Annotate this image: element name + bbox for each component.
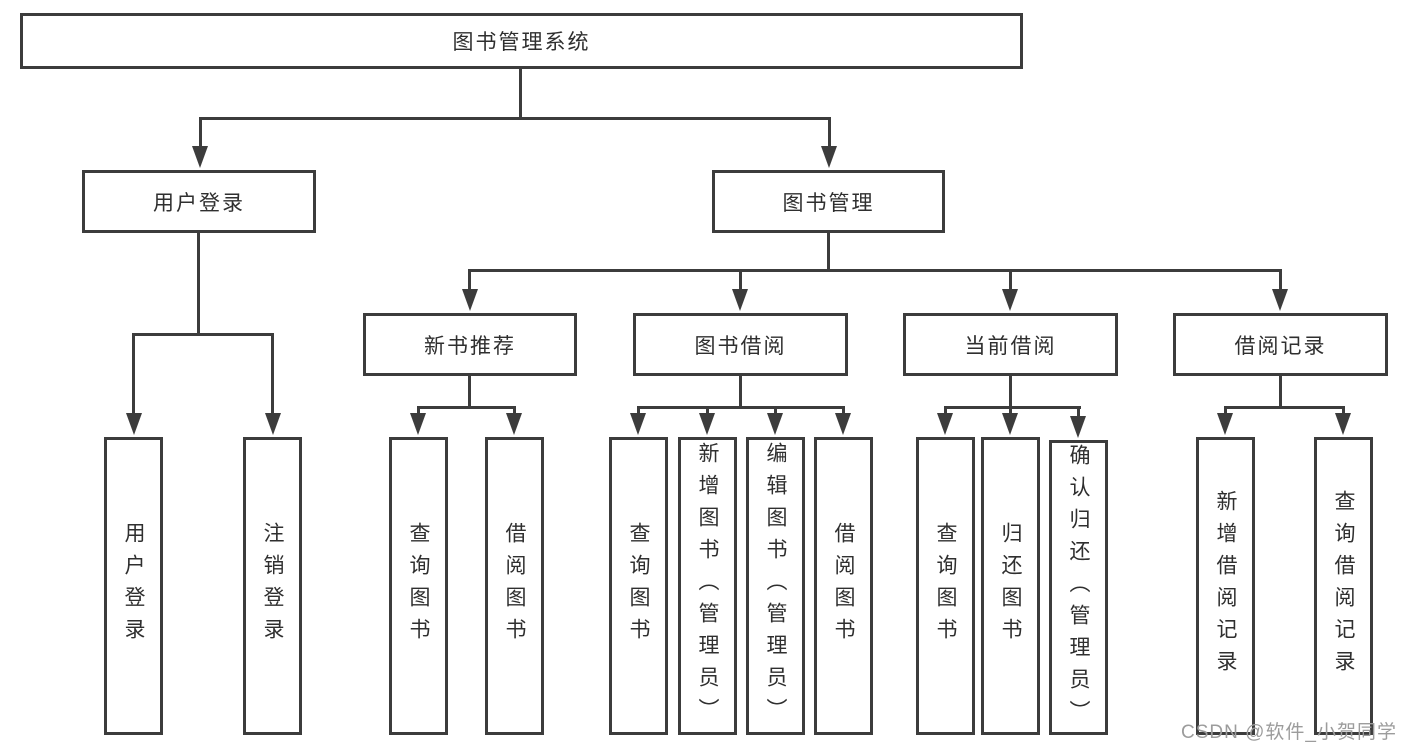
leaf-confirm-return-admin: 确认归还（管理员）	[1049, 440, 1108, 735]
arrow-down-icon	[937, 413, 953, 435]
connector-line	[417, 406, 516, 409]
arrow-down-icon	[1272, 289, 1288, 311]
connector-line	[468, 269, 1282, 272]
connector-line	[1077, 409, 1080, 417]
leaf-query-books-recommend: 查询图书	[389, 437, 448, 735]
node-label: 图书借阅	[694, 334, 787, 358]
csdn-watermark: CSDN @软件_小贺同学	[1181, 722, 1397, 743]
leaf-label: 编辑图书（管理员）	[764, 442, 787, 730]
node-library-management-system: 图书管理系统	[20, 13, 1023, 69]
node-current-borrowing: 当前借阅	[903, 313, 1118, 376]
connector-line	[132, 336, 135, 415]
arrow-down-icon	[1217, 413, 1233, 435]
leaf-label: 用户登录	[122, 522, 145, 650]
connector-line	[739, 376, 742, 408]
arrow-down-icon	[1002, 289, 1018, 311]
connector-line	[739, 272, 742, 292]
arrow-down-icon	[192, 146, 208, 168]
node-new-book-recommendation: 新书推荐	[363, 313, 577, 376]
node-label: 当前借阅	[964, 334, 1057, 358]
node-label: 图书管理	[782, 191, 875, 215]
arrow-down-icon	[506, 413, 522, 435]
connector-line	[132, 333, 274, 336]
connector-line	[827, 233, 830, 271]
arrow-down-icon	[732, 289, 748, 311]
node-book-borrowing: 图书借阅	[633, 313, 848, 376]
node-book-management: 图书管理	[712, 170, 945, 233]
arrow-down-icon	[821, 146, 837, 168]
arrow-down-icon	[410, 413, 426, 435]
leaf-label: 查询图书	[934, 522, 957, 650]
leaf-label: 查询图书	[407, 522, 430, 650]
arrow-down-icon	[1335, 413, 1351, 435]
arrow-down-icon	[630, 413, 646, 435]
leaf-label: 借阅图书	[503, 522, 526, 650]
arrow-down-icon	[767, 413, 783, 435]
node-label: 图书管理系统	[452, 31, 591, 54]
node-label: 借阅记录	[1234, 334, 1327, 358]
arrow-down-icon	[126, 413, 142, 435]
connector-line	[199, 117, 831, 120]
leaf-label: 确认归还（管理员）	[1067, 443, 1090, 732]
arrow-down-icon	[462, 289, 478, 311]
node-borrowing-records: 借阅记录	[1173, 313, 1388, 376]
leaf-user-login: 用户登录	[104, 437, 163, 735]
connector-line	[199, 120, 202, 148]
connector-line	[468, 272, 471, 292]
connector-line	[468, 376, 471, 408]
connector-line	[1279, 376, 1282, 408]
leaf-label: 借阅图书	[832, 522, 855, 650]
leaf-label: 查询借阅记录	[1332, 490, 1355, 682]
leaf-query-borrow-record: 查询借阅记录	[1314, 437, 1373, 735]
arrow-down-icon	[835, 413, 851, 435]
leaf-label: 查询图书	[627, 522, 650, 650]
leaf-label: 新增图书（管理员）	[696, 442, 719, 730]
leaf-add-books-admin: 新增图书（管理员）	[678, 437, 737, 735]
connector-line	[1009, 376, 1012, 408]
connector-line	[637, 406, 845, 409]
connector-line	[828, 120, 831, 148]
connector-line	[519, 69, 522, 120]
arrow-down-icon	[1070, 416, 1086, 438]
node-user-login: 用户登录	[82, 170, 316, 233]
connector-line	[1009, 272, 1012, 292]
connector-line	[1224, 406, 1345, 409]
arrow-down-icon	[1002, 413, 1018, 435]
arrow-down-icon	[699, 413, 715, 435]
leaf-query-books-borrow: 查询图书	[609, 437, 668, 735]
leaf-label: 新增借阅记录	[1214, 490, 1237, 682]
connector-line	[1279, 272, 1282, 292]
leaf-edit-books-admin: 编辑图书（管理员）	[746, 437, 805, 735]
node-label: 用户登录	[153, 191, 245, 215]
leaf-return-books: 归还图书	[981, 437, 1040, 735]
leaf-label: 注销登录	[261, 522, 284, 650]
leaf-add-borrow-record: 新增借阅记录	[1196, 437, 1255, 735]
arrow-down-icon	[265, 413, 281, 435]
connector-line	[944, 406, 1081, 409]
leaf-query-books-current: 查询图书	[916, 437, 975, 735]
leaf-borrow-books-recommend: 借阅图书	[485, 437, 544, 735]
leaf-logout: 注销登录	[243, 437, 302, 735]
connector-line	[197, 233, 200, 335]
node-label: 新书推荐	[424, 334, 516, 358]
connector-line	[271, 336, 274, 415]
leaf-label: 归还图书	[999, 522, 1022, 650]
leaf-borrow-books: 借阅图书	[814, 437, 873, 735]
